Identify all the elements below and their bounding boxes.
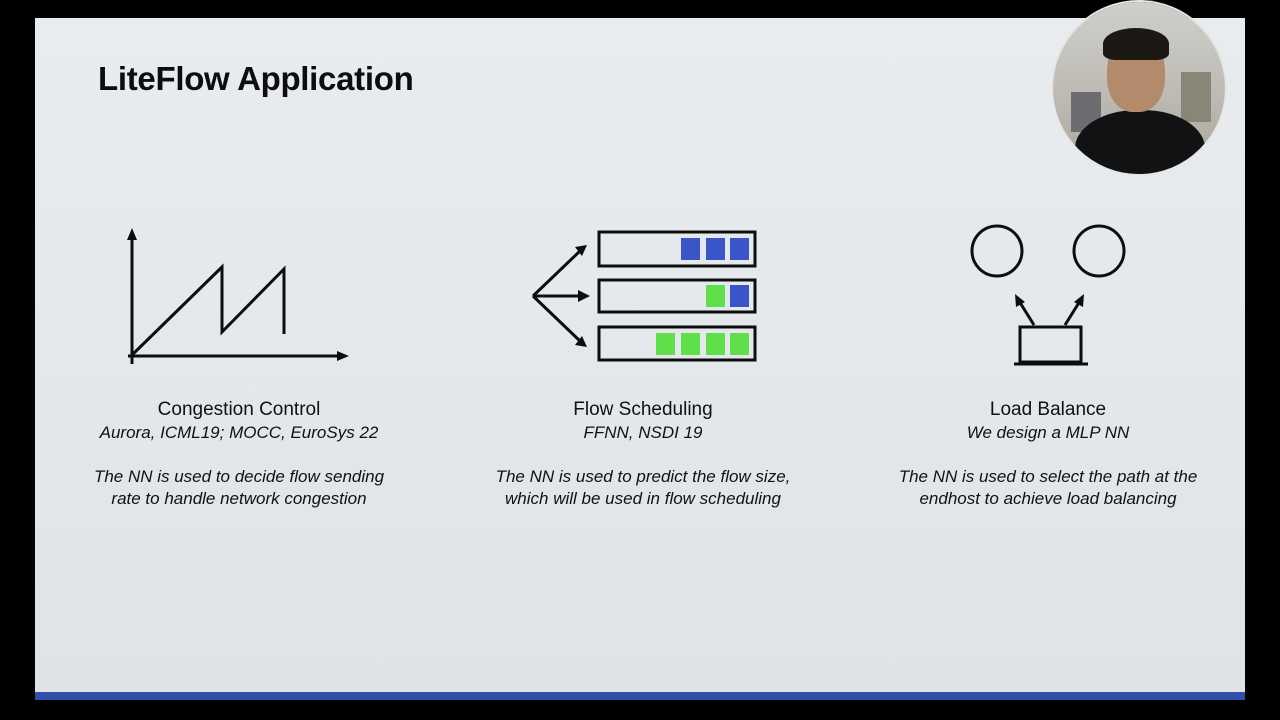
slide-accent-bar: [35, 692, 1245, 700]
congestion-control-column: Congestion Control Aurora, ICML19; MOCC,…: [59, 398, 419, 510]
column-description: The NN is used to predict the flow size,…: [495, 467, 791, 508]
column-description: The NN is used to select the path at the…: [898, 467, 1198, 508]
background-wall: [1181, 72, 1211, 122]
column-description: The NN is used to decide flow sending ra…: [93, 467, 385, 508]
column-reference: We design a MLP NN: [966, 423, 1130, 442]
load-balance-column: Load Balance We design a MLP NN The NN i…: [868, 398, 1228, 510]
slide-title: LiteFlow Application: [98, 60, 414, 97]
load-balance-icon: [970, 224, 1126, 366]
presenter-video-icon: [1053, 2, 1225, 174]
column-reference: FFNN, NSDI 19: [583, 423, 703, 442]
column-name: Flow Scheduling: [573, 399, 713, 420]
column-name: Congestion Control: [157, 399, 321, 420]
queue-scheduling-icon: [531, 230, 757, 362]
column-name: Load Balance: [989, 399, 1107, 420]
column-reference: Aurora, ICML19; MOCC, EuroSys 22: [99, 423, 379, 442]
sawtooth-graph-icon: [127, 228, 349, 364]
presenter-body: [1075, 110, 1205, 174]
flow-scheduling-column: Flow Scheduling FFNN, NSDI 19 The NN is …: [463, 398, 823, 510]
presentation-slide: LiteFlow Application: [35, 18, 1245, 692]
presenter-hair: [1103, 28, 1169, 60]
